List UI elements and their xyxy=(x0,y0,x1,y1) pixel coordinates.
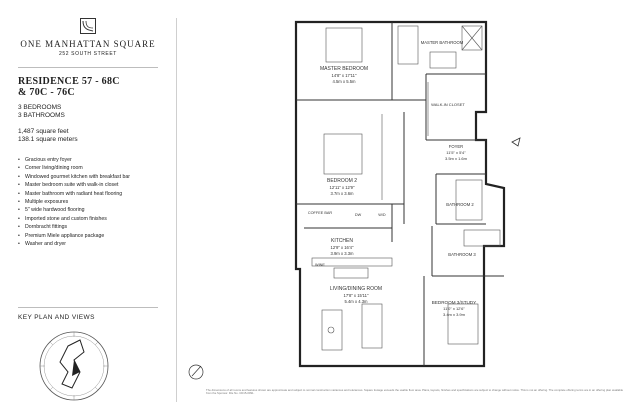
room-label-master-bedroom: MASTER BEDROOM xyxy=(320,66,368,72)
room-dims-foyer-m: 3.5m x 1.6m xyxy=(445,156,468,161)
room-label-foyer: FOYER xyxy=(449,144,463,149)
feature-item: Corner living/dining room xyxy=(18,164,130,173)
area: 1,487 square feet 138.1 square meters xyxy=(18,128,78,144)
appliance-label-wd: W/D xyxy=(378,213,386,217)
appliance-label-wine: WINE xyxy=(315,263,325,267)
brand-address: 252 SOUTH STREET xyxy=(59,51,117,57)
bedrooms-count: 3 BEDROOMS xyxy=(18,104,62,111)
room-dims-bedroom3-m: 3.4m x 3.9m xyxy=(443,312,466,317)
room-dims-living-m: 5.4m x 4.3m xyxy=(344,299,368,304)
room-label-living: LIVING/DINING ROOM xyxy=(330,286,382,292)
room-label-kitchen: KITCHEN xyxy=(331,238,353,244)
legal-disclaimer: The dimensions of all rooms and features… xyxy=(206,388,624,396)
area-sqft: 1,487 square feet xyxy=(18,128,69,135)
divider-rule xyxy=(18,307,158,308)
room-label-master-bath: MASTER BATHROOM xyxy=(421,40,464,45)
room-label-bedroom2: BEDROOM 2 xyxy=(327,178,357,184)
feature-item: Windowed gourmet kitchen with breakfast … xyxy=(18,173,130,182)
feature-item: Dornbracht fittings xyxy=(18,223,130,232)
key-plan-diagram xyxy=(39,331,109,401)
feature-item: Multiple exposures xyxy=(18,198,130,207)
north-arrow-icon xyxy=(188,364,204,380)
feature-list: Gracious entry foyer Corner living/dinin… xyxy=(18,156,130,249)
feature-item: Premium Miele appliance package xyxy=(18,232,130,241)
vertical-divider xyxy=(176,18,177,402)
residence-title-line1: RESIDENCE 57 - 68C xyxy=(18,76,120,87)
divider-rule xyxy=(18,67,158,68)
room-label-coffee-bar: COFFEE BAR xyxy=(308,211,333,215)
appliance-label-dw: DW xyxy=(355,213,362,217)
residence-title: RESIDENCE 57 - 68C & 70C - 76C xyxy=(18,76,168,98)
room-dims-bedroom2-m: 3.7m x 3.6m xyxy=(330,191,354,196)
area-sqm: 138.1 square meters xyxy=(18,136,78,143)
room-dims-foyer-ft: 11'5" x 5'4" xyxy=(446,150,466,155)
room-dims-master-bedroom-ft: 14'8" x 17'11" xyxy=(332,73,357,78)
room-label-bedroom3: BEDROOM 3/STUDY xyxy=(432,300,476,305)
residence-title-line2: & 70C - 76C xyxy=(18,87,75,98)
room-dims-living-ft: 17'8" x 15'11" xyxy=(344,293,369,298)
room-label-bath3: BATHROOM 3 xyxy=(448,252,476,257)
feature-item: Master bedroom suite with walk-in closet xyxy=(18,181,130,190)
room-label-bath2: BATHROOM 2 xyxy=(446,202,474,207)
brand-name: ONE MANHATTAN SQUARE xyxy=(20,39,156,49)
room-dims-master-bedroom-m: 4.5m x 5.5m xyxy=(332,79,356,84)
room-counts: 3 BEDROOMS 3 BATHROOMS xyxy=(18,104,65,120)
room-dims-bedroom2-ft: 12'11" x 12'9" xyxy=(330,185,355,190)
bathrooms-count: 3 BATHROOMS xyxy=(18,112,65,119)
feature-item: Imported stone and custom finishes xyxy=(18,215,130,224)
room-dims-kitchen-ft: 12'9" x 16'4" xyxy=(331,245,354,250)
entry-arrow-icon xyxy=(511,137,521,147)
floor-plan: MASTER BEDROOM 14'8" x 17'11" 4.5m x 5.5… xyxy=(188,20,521,380)
room-dims-kitchen-m: 3.9m x 3.3m xyxy=(330,251,354,256)
room-label-walkin: WALK-IN CLOSET xyxy=(431,102,465,107)
key-plan-label: KEY PLAN AND VIEWS xyxy=(18,314,95,321)
feature-item: Washer and dryer xyxy=(18,240,130,249)
feature-item: 5" wide hardwood flooring xyxy=(18,206,130,215)
feature-item: Master bathroom with radiant heat floori… xyxy=(18,190,130,199)
logo-icon xyxy=(80,18,96,34)
feature-item: Gracious entry foyer xyxy=(18,156,130,165)
info-panel: ONE MANHATTAN SQUARE 252 SOUTH STREET RE… xyxy=(0,0,176,414)
room-dims-bedroom3-ft: 11'0" x 12'6" xyxy=(443,306,465,311)
